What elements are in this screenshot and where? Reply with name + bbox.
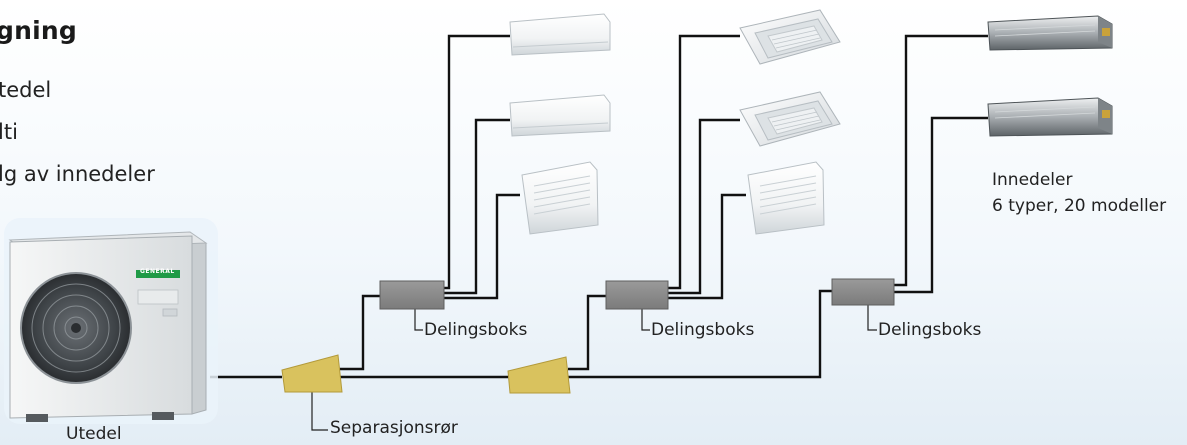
page-heading: gning (0, 16, 77, 45)
label-separasjonsror: Separasjonsrør (330, 418, 458, 438)
duct-unit-1 (987, 15, 1113, 51)
label-delingsboks-3: Delingsboks (878, 320, 982, 340)
branch-box-3 (831, 278, 895, 306)
duct-unit-2 (987, 97, 1113, 137)
label-utedel: Utedel (66, 424, 122, 444)
wall-unit-2 (509, 94, 611, 137)
leader-lines (311, 303, 877, 431)
refrigerant-pipes (210, 34, 988, 379)
branch-box-1 (379, 280, 445, 310)
bullet-text-2: lti (0, 120, 18, 144)
cassette-unit-2 (739, 91, 841, 147)
outdoor-unit-brand: GENERAL (140, 268, 175, 275)
separation-pipe-1 (281, 354, 343, 393)
outdoor-unit (4, 218, 218, 424)
wall-unit-1 (509, 13, 611, 56)
bullet-text-1: tedel (0, 78, 52, 102)
branch-box-2 (605, 280, 669, 310)
cassette-unit-1 (739, 9, 841, 65)
label-innedeler-title: Innedeler (992, 170, 1073, 190)
floor-console-1 (521, 161, 599, 235)
label-delingsboks-1: Delingsboks (424, 320, 528, 340)
label-delingsboks-2: Delingsboks (651, 320, 755, 340)
separation-pipe-2 (507, 356, 571, 394)
floor-console-2 (747, 161, 825, 235)
label-innedeler-sub: 6 typer, 20 modeller (992, 196, 1167, 216)
bullet-text-3: lg av innedeler (0, 162, 155, 186)
